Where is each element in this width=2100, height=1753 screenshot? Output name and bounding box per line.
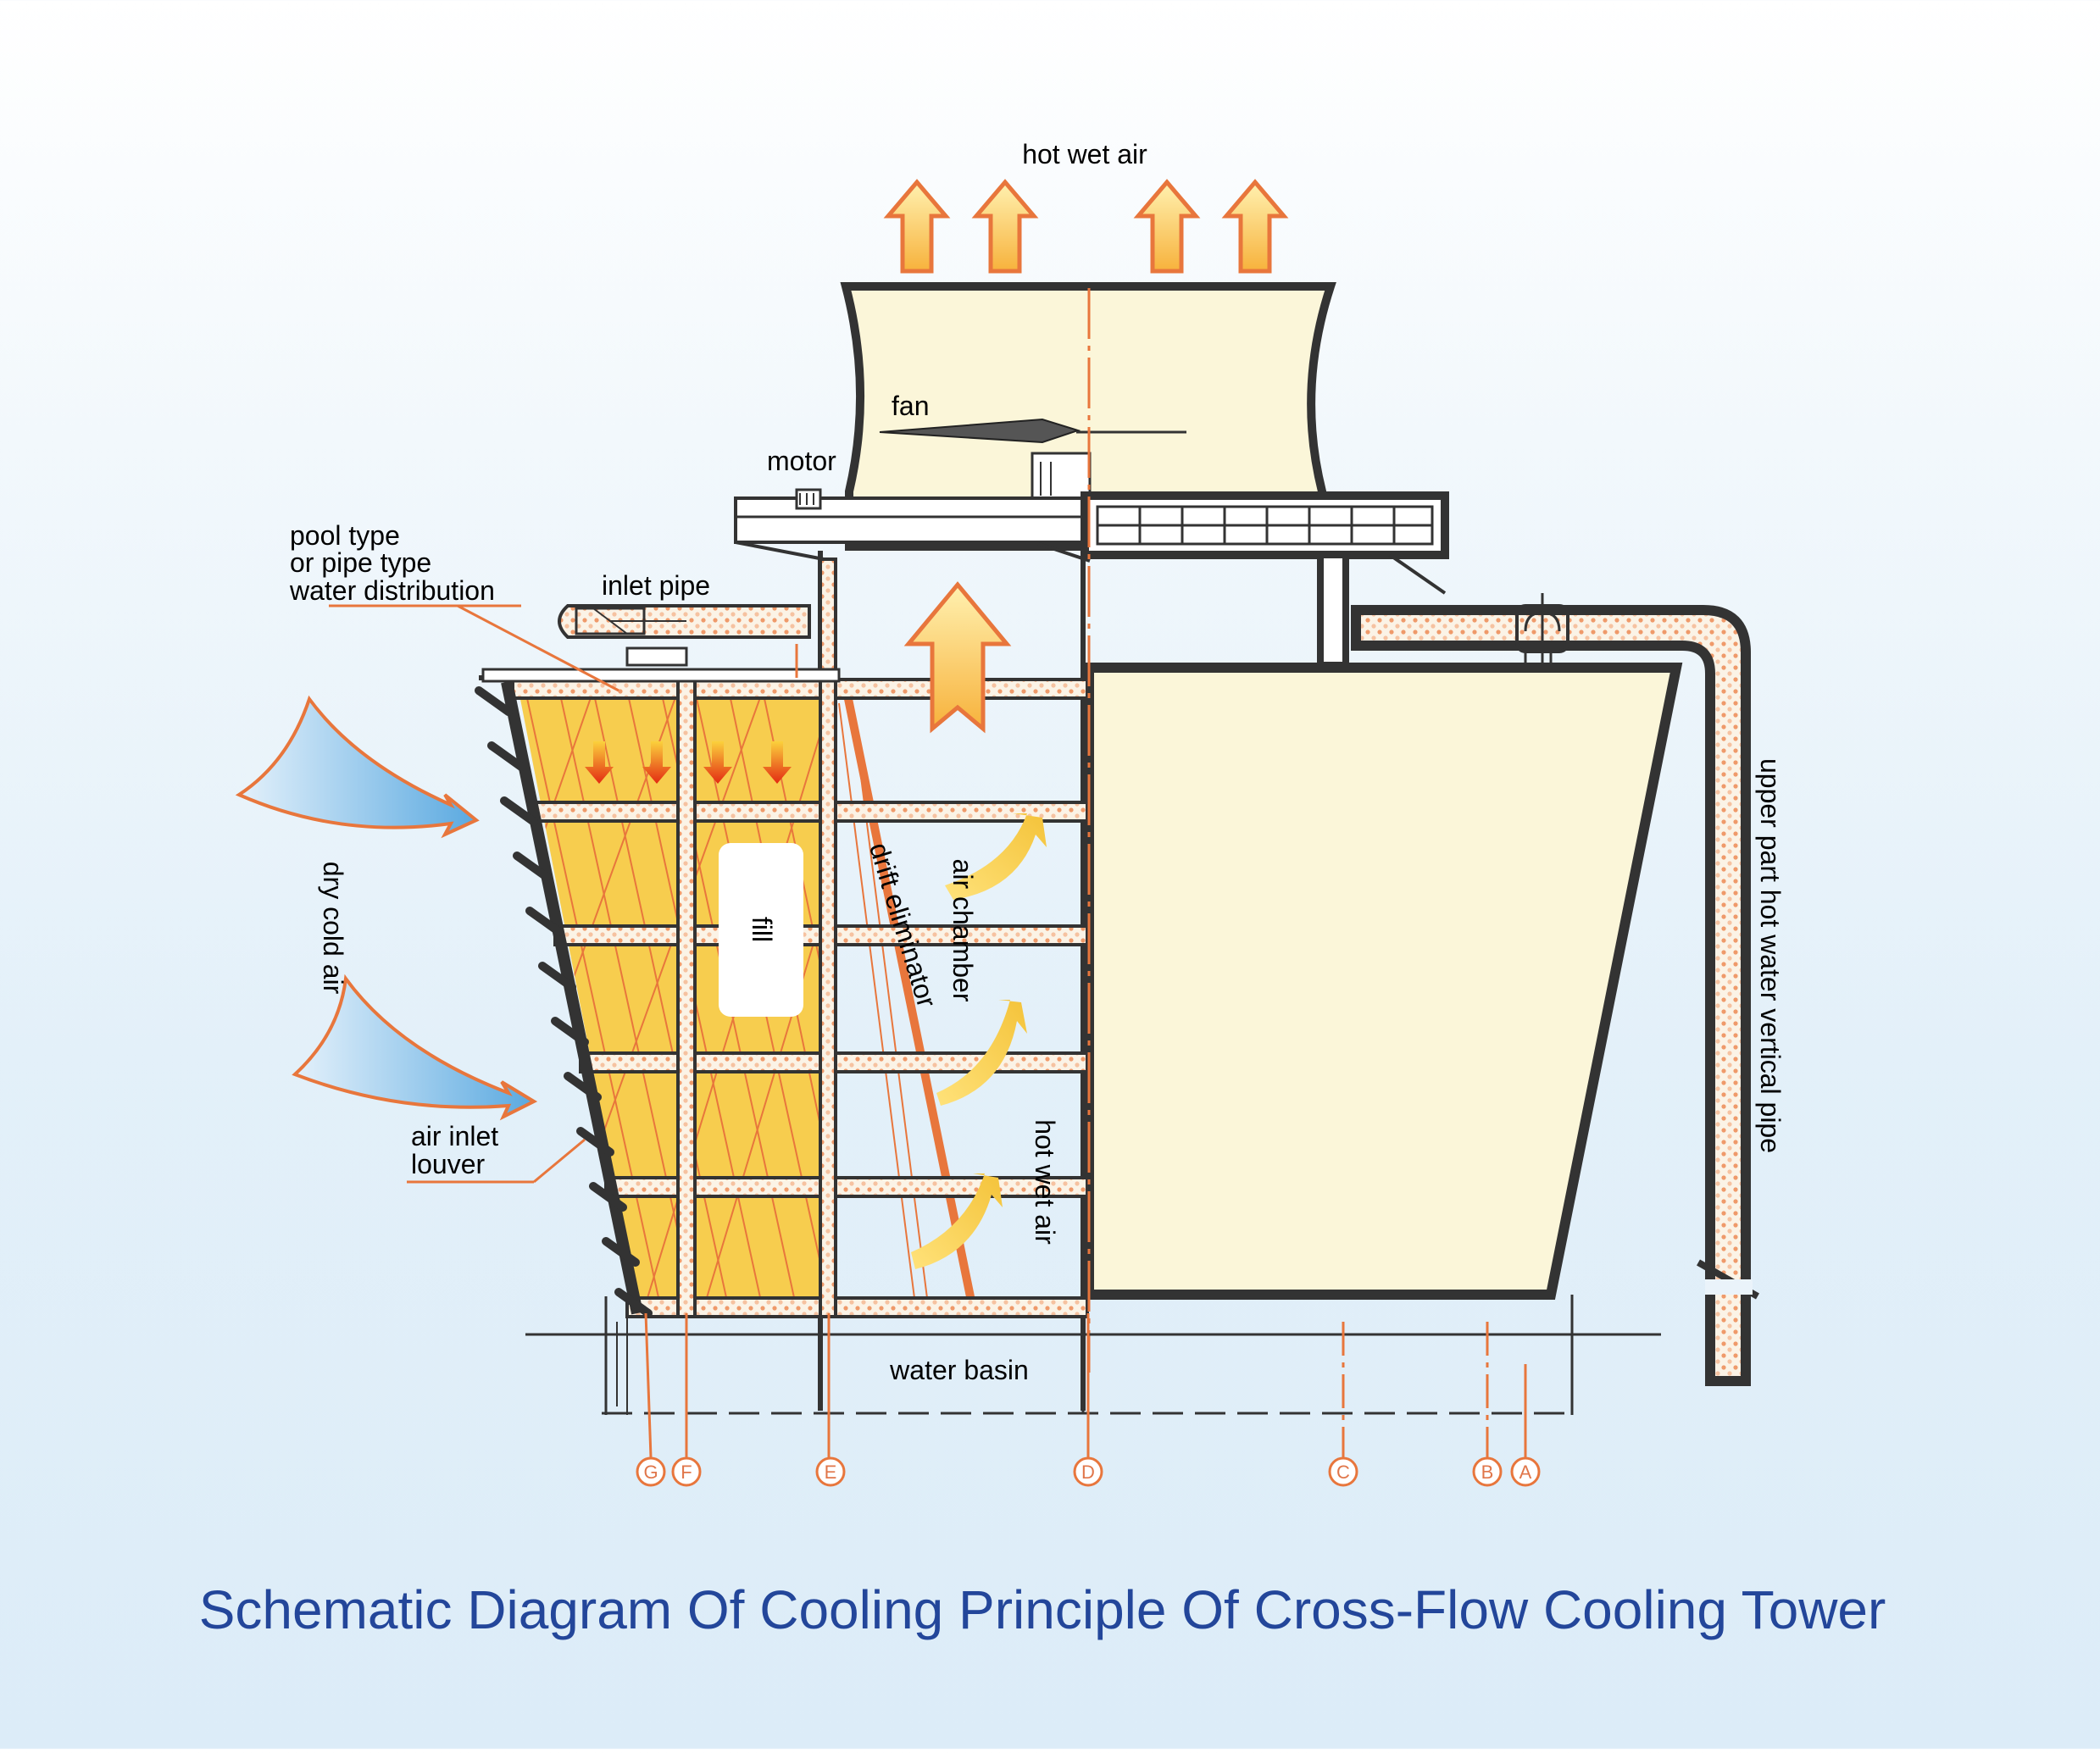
dry-cold-air-label: dry cold air — [318, 862, 348, 995]
fan-blade — [879, 418, 1186, 444]
hot-air-arrow-chamber — [903, 581, 1012, 734]
air-inlet-louvers — [475, 686, 653, 1318]
fill-label-box: fill — [719, 843, 803, 1017]
axis-label-f: F — [681, 1462, 692, 1483]
axis-marker-g — [636, 1456, 666, 1487]
axis-marker-f — [671, 1456, 702, 1487]
axis-marker-b — [1472, 1456, 1503, 1487]
air-chamber-label: air chamber — [947, 859, 978, 1002]
air-inlet-label-1: air inlet — [411, 1121, 498, 1151]
axis-label-e: E — [825, 1462, 837, 1483]
axis-markers — [636, 1456, 1541, 1487]
hot-water-pipe — [1351, 605, 1751, 1386]
axis-label-c: C — [1336, 1462, 1350, 1483]
axis-label-g: G — [643, 1462, 658, 1483]
hot-air-arrows-top — [883, 179, 1289, 274]
vertical-pipe-label: upper part hot water vertical pipe — [1755, 758, 1786, 1153]
inlet-pipe-label: inlet pipe — [602, 570, 710, 601]
pipe-connector — [1515, 593, 1569, 665]
deck-grating — [1081, 491, 1449, 559]
fan-deck — [734, 496, 1092, 544]
cold-air-arrows — [235, 695, 538, 1121]
hot-wet-air-top-label: hot wet air — [1022, 139, 1147, 169]
motor-icon — [795, 488, 822, 510]
drift-eliminator — [843, 694, 979, 1318]
fan-label: fan — [892, 391, 929, 421]
axis-label-d: D — [1081, 1462, 1095, 1483]
axis-marker-e — [815, 1456, 846, 1487]
axis-label-a: A — [1519, 1462, 1532, 1483]
water-basin-label: water basin — [889, 1355, 1029, 1385]
fill-label: fill — [747, 917, 777, 942]
air-flow-curves — [911, 813, 1047, 1269]
motor-label: motor — [767, 446, 836, 476]
axis-marker-d — [1073, 1456, 1103, 1487]
axis-marker-c — [1328, 1456, 1358, 1487]
pool-type-label-3: water distribution — [289, 575, 495, 606]
axis-marker-a — [1510, 1456, 1541, 1487]
diagram-title: Schematic Diagram Of Cooling Principle O… — [199, 1579, 1886, 1640]
tower-body — [1084, 663, 1683, 1300]
inlet-pipe — [558, 604, 811, 639]
pool-type-label-1: pool type — [290, 520, 400, 551]
air-inlet-label-2: louver — [411, 1149, 486, 1179]
pool-type-label-2: or pipe type — [290, 547, 431, 578]
axis-label-b: B — [1481, 1462, 1494, 1483]
hot-wet-air-side-label: hot wet air — [1030, 1119, 1060, 1245]
water-flow-arrows — [585, 741, 792, 784]
